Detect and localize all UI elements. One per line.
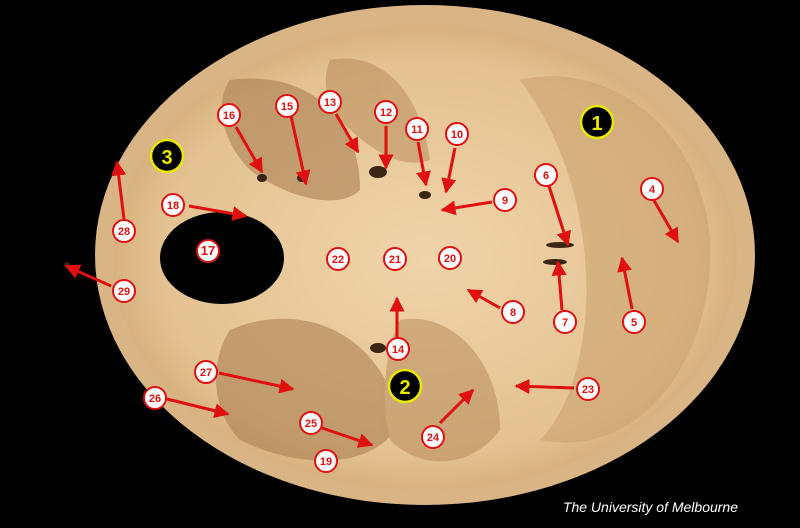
arrow-13	[334, 113, 360, 154]
arrow-6	[546, 182, 571, 247]
region-marker-3: 3	[149, 138, 185, 174]
svg-text:1: 1	[591, 113, 602, 135]
arrow-29	[64, 264, 112, 288]
arrow-15	[289, 115, 311, 186]
marker-26: 26	[143, 386, 167, 410]
svg-text:20: 20	[444, 253, 456, 265]
svg-text:5: 5	[631, 317, 637, 329]
svg-text:29: 29	[118, 286, 130, 298]
arrow-5	[617, 256, 634, 310]
arrow-28	[111, 160, 127, 220]
svg-text:17: 17	[201, 243, 215, 258]
svg-text:10: 10	[451, 129, 463, 141]
svg-text:27: 27	[200, 367, 212, 379]
svg-text:18: 18	[167, 200, 179, 212]
marker-6: 6	[534, 163, 558, 187]
svg-text:9: 9	[502, 195, 508, 207]
arrow-16	[234, 126, 264, 174]
svg-text:19: 19	[320, 456, 332, 468]
marker-18: 18	[161, 193, 185, 217]
svg-text:3: 3	[161, 147, 172, 169]
marker-19: 19	[314, 449, 338, 473]
arrow-10	[441, 147, 457, 194]
foramen-magnum	[160, 212, 284, 304]
marker-24: 24	[421, 425, 445, 449]
arrow-18	[188, 204, 248, 222]
marker-27: 27	[194, 360, 218, 384]
marker-28: 28	[112, 219, 136, 243]
marker-5: 5	[622, 310, 646, 334]
svg-text:26: 26	[149, 393, 161, 405]
marker-23: 23	[576, 377, 600, 401]
svg-text:22: 22	[332, 254, 344, 266]
svg-text:6: 6	[543, 170, 549, 182]
marker-17: 17	[196, 239, 220, 263]
marker-29: 29	[112, 279, 136, 303]
svg-text:28: 28	[118, 226, 130, 238]
marker-7: 7	[553, 310, 577, 334]
arrow-24	[438, 388, 475, 425]
marker-22: 22	[326, 247, 350, 271]
svg-text:23: 23	[582, 384, 594, 396]
arrow-25	[321, 426, 374, 448]
marker-14: 14	[386, 337, 410, 361]
arrows	[64, 113, 680, 448]
svg-text:12: 12	[380, 107, 392, 119]
arrow-23	[514, 378, 575, 394]
svg-text:16: 16	[223, 110, 235, 122]
marker-21: 21	[383, 247, 407, 271]
arrow-26	[166, 397, 230, 419]
svg-text:4: 4	[649, 184, 656, 196]
svg-text:7: 7	[562, 317, 568, 329]
arrow-9	[440, 200, 493, 216]
marker-10: 10	[445, 122, 469, 146]
svg-text:8: 8	[510, 307, 516, 319]
marker-9: 9	[493, 188, 517, 212]
marker-8: 8	[501, 300, 525, 324]
svg-text:13: 13	[324, 97, 336, 109]
svg-text:15: 15	[281, 101, 293, 113]
svg-text:14: 14	[392, 344, 405, 356]
svg-text:11: 11	[411, 124, 423, 136]
arrow-8	[466, 288, 501, 310]
arrow-4	[650, 196, 680, 244]
region-marker-2: 2	[387, 368, 423, 404]
credit-text: The University of Melbourne	[563, 499, 738, 515]
arrow-27	[218, 371, 295, 394]
svg-text:25: 25	[305, 418, 317, 430]
marker-4: 4	[640, 177, 664, 201]
svg-text:24: 24	[427, 432, 440, 444]
marker-15: 15	[275, 94, 299, 118]
arrow-7	[551, 260, 567, 311]
marker-12: 12	[374, 100, 398, 124]
marker-13: 13	[318, 90, 342, 114]
marker-16: 16	[217, 103, 241, 127]
arrow-11	[416, 141, 431, 187]
numbered-markers: 4567891011121314151617181920212223242526…	[112, 90, 664, 473]
svg-text:21: 21	[389, 254, 401, 266]
svg-text:2: 2	[399, 377, 410, 399]
region-marker-1: 1	[579, 104, 615, 140]
marker-25: 25	[299, 411, 323, 435]
marker-20: 20	[438, 246, 462, 270]
marker-11: 11	[405, 117, 429, 141]
